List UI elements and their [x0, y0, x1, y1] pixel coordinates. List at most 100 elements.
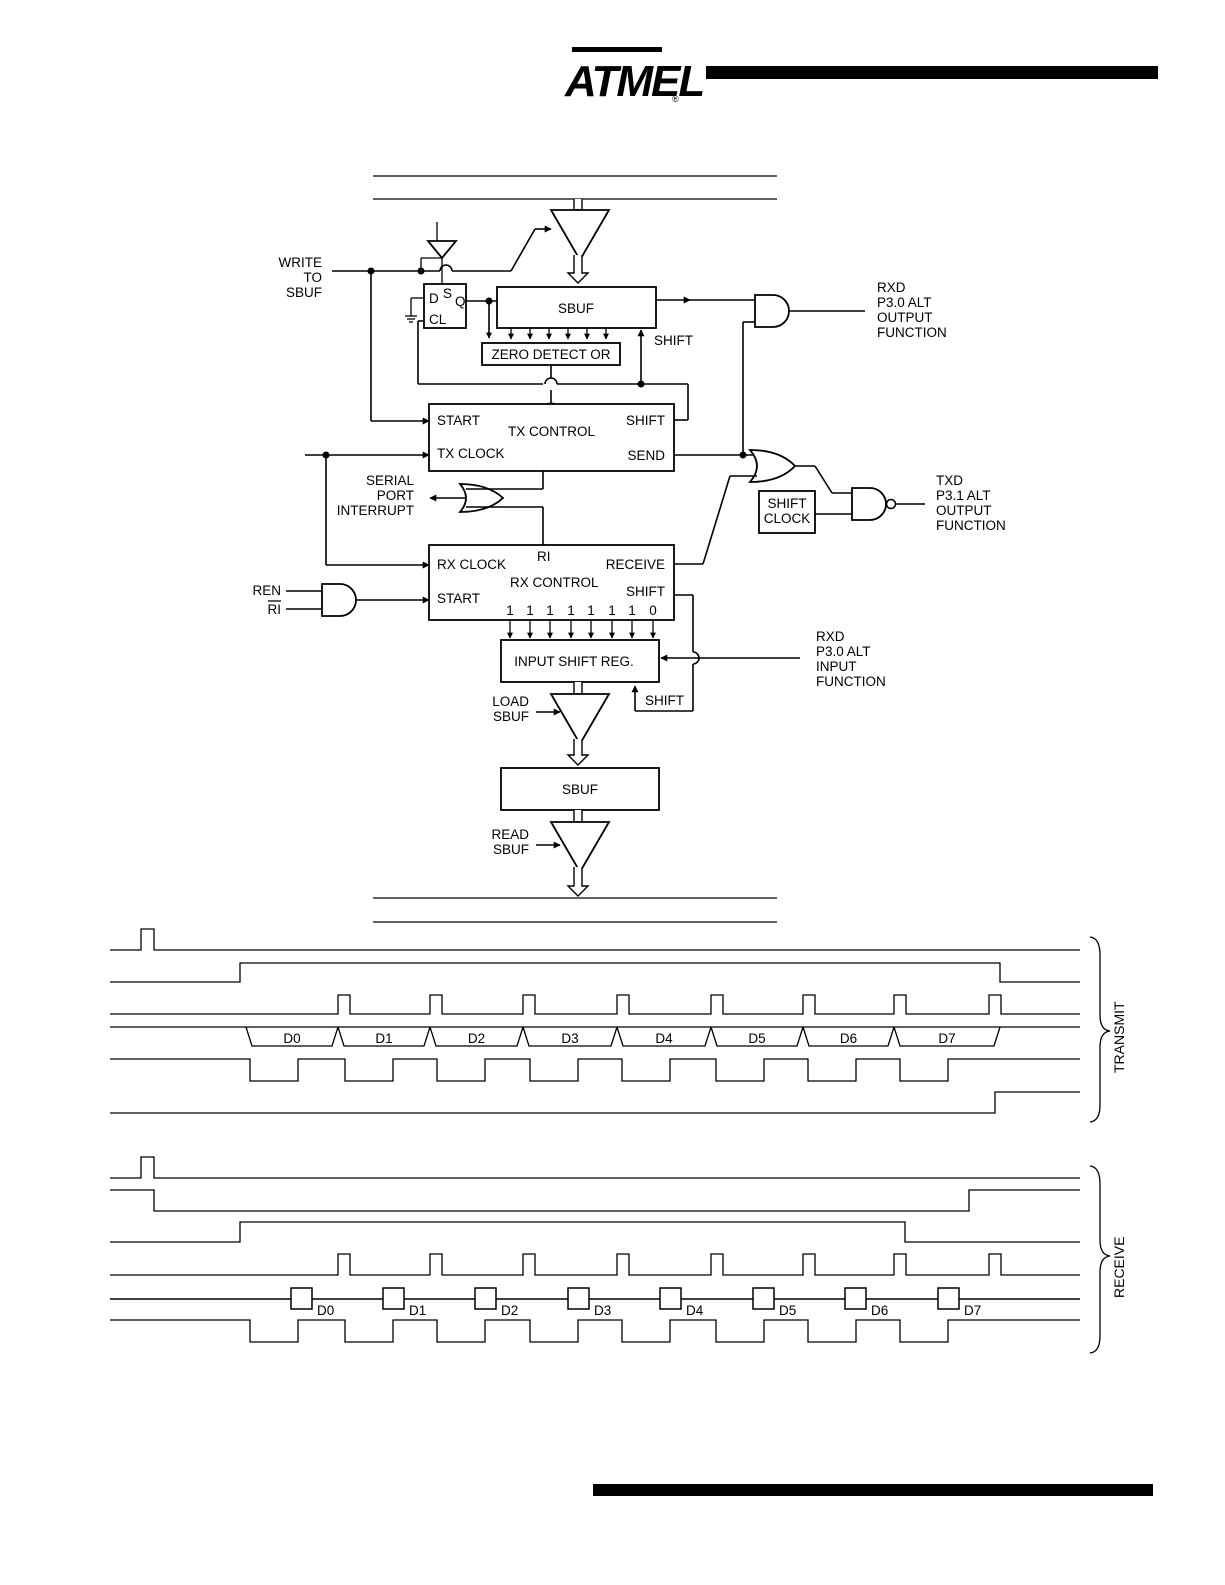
svg-text:SBUF: SBUF — [286, 285, 322, 300]
svg-text:OUTPUT: OUTPUT — [877, 310, 933, 325]
header-bar — [706, 66, 1158, 79]
rx-data-label: D7 — [964, 1303, 981, 1318]
svg-text:OUTPUT: OUTPUT — [936, 503, 992, 518]
txd-output-label: TXD P3.1 ALT OUTPUT FUNCTION — [936, 473, 1006, 533]
tx-data-label: D2 — [468, 1031, 485, 1046]
tx-write-pulse — [110, 928, 1080, 951]
rx-write-pulse — [110, 1156, 1080, 1179]
rx-sample-box — [382, 1287, 405, 1310]
rx-clock-port: RX CLOCK — [437, 557, 506, 572]
tx-data-label: D0 — [283, 1031, 300, 1046]
tx-send-port: SEND — [627, 448, 665, 463]
tx-shift-port: SHIFT — [626, 413, 665, 428]
svg-text:S: S — [443, 286, 452, 301]
input-shift-reg-block — [500, 639, 660, 683]
transmit-brace — [1089, 936, 1111, 1123]
rx-receive-port: RECEIVE — [606, 557, 665, 572]
svg-text:TX CONTROL: TX CONTROL — [508, 424, 595, 439]
svg-text:INPUT: INPUT — [816, 659, 857, 674]
svg-text:RXD: RXD — [877, 280, 906, 295]
txd-or-gate — [748, 449, 797, 483]
svg-text:0: 0 — [649, 603, 657, 618]
svg-text:SBUF: SBUF — [562, 782, 598, 797]
receive-brace — [1089, 1165, 1111, 1354]
tx-data-cell — [337, 1026, 431, 1047]
svg-text:Q: Q — [455, 294, 466, 309]
svg-text:FUNCTION: FUNCTION — [936, 518, 1006, 533]
rx-receive-wave — [110, 1221, 1080, 1243]
rx-sample-box — [752, 1287, 775, 1310]
rxd-output-label: RXD P3.0 ALT OUTPUT FUNCTION — [877, 280, 947, 340]
svg-text:1: 1 — [587, 603, 595, 618]
svg-text:P3.0 ALT: P3.0 ALT — [816, 644, 871, 659]
write-to-sbuf-label: WRITE TO SBUF — [279, 255, 323, 300]
flipflop-block — [423, 283, 467, 329]
ri-label: RI — [268, 602, 282, 617]
transmit-label: TRANSMIT — [1111, 1001, 1127, 1073]
rx-sample-box — [290, 1287, 313, 1310]
rx-data-label: D1 — [409, 1303, 426, 1318]
tx-data-cell — [710, 1026, 804, 1047]
rx-bit-arrows — [507, 620, 656, 639]
svg-text:CLOCK: CLOCK — [764, 511, 811, 526]
read-sbuf-buffer — [549, 821, 611, 874]
svg-text:1: 1 — [628, 603, 636, 618]
shift-clock-block — [758, 490, 816, 534]
rx-start-port: START — [437, 591, 480, 606]
svg-text:1: 1 — [546, 603, 554, 618]
svg-text:SHIFT: SHIFT — [768, 496, 807, 511]
rx-clock-wave — [110, 1319, 1080, 1343]
rx-sample-box — [844, 1287, 867, 1310]
tx-control-block — [428, 403, 675, 472]
svg-text:FUNCTION: FUNCTION — [816, 674, 886, 689]
svg-text:INTERRUPT: INTERRUPT — [337, 503, 414, 518]
tx-data-cell — [245, 1026, 339, 1047]
svg-text:SBUF: SBUF — [493, 709, 529, 724]
svg-text:CL: CL — [429, 312, 447, 327]
tx-data-cell — [522, 1026, 618, 1047]
svg-text:P3.0 ALT: P3.0 ALT — [877, 295, 932, 310]
rx-ri-wave — [110, 1189, 1080, 1212]
rx-bit-labels: 1 1 1 1 1 1 1 0 — [506, 603, 657, 618]
svg-text:1: 1 — [506, 603, 514, 618]
svg-text:SERIAL: SERIAL — [366, 473, 415, 488]
rxd-output-and-gate — [754, 294, 790, 328]
svg-text:1: 1 — [526, 603, 534, 618]
svg-text:INPUT SHIFT REG.: INPUT SHIFT REG. — [514, 654, 634, 669]
svg-text:WRITE: WRITE — [279, 255, 323, 270]
tx-start-port: START — [437, 413, 480, 428]
rxd-input-label: RXD P3.0 ALT INPUT FUNCTION — [816, 629, 886, 689]
rx-sample-box — [659, 1287, 682, 1310]
atmel-logo: ATMEL ® — [564, 47, 705, 106]
svg-text:1: 1 — [567, 603, 575, 618]
receive-label: RECEIVE — [1111, 1237, 1127, 1298]
logo-text: ATMEL — [564, 57, 703, 106]
rx-sample-box — [567, 1287, 590, 1310]
sbuf-rx-block — [500, 767, 660, 811]
svg-text:D: D — [429, 291, 439, 306]
tx-clock-wave — [110, 1058, 1080, 1082]
rx-control-block — [428, 544, 675, 621]
registered-mark: ® — [672, 94, 679, 104]
tx-data-label: D4 — [655, 1031, 673, 1046]
rx-shift-port: SHIFT — [626, 584, 665, 599]
svg-text:RXD: RXD — [816, 629, 845, 644]
read-sbuf-label: READ SBUF — [491, 827, 529, 857]
svg-text:SBUF: SBUF — [558, 301, 594, 316]
tx-ti-wave — [110, 1091, 1080, 1114]
tx-shift-wave — [110, 994, 1080, 1015]
svg-text:READ: READ — [491, 827, 529, 842]
tx-data-cell — [802, 1026, 895, 1047]
rx-sample-box — [474, 1287, 497, 1310]
svg-text:LOAD: LOAD — [492, 694, 529, 709]
tx-send-wave — [110, 962, 1080, 983]
tx-data-cell — [616, 1026, 712, 1047]
rx-data-label: D5 — [779, 1303, 796, 1318]
svg-text:P3.1 ALT: P3.1 ALT — [936, 488, 991, 503]
rx-shift-wave — [110, 1253, 1080, 1276]
sbuf-tx-block — [496, 286, 657, 329]
